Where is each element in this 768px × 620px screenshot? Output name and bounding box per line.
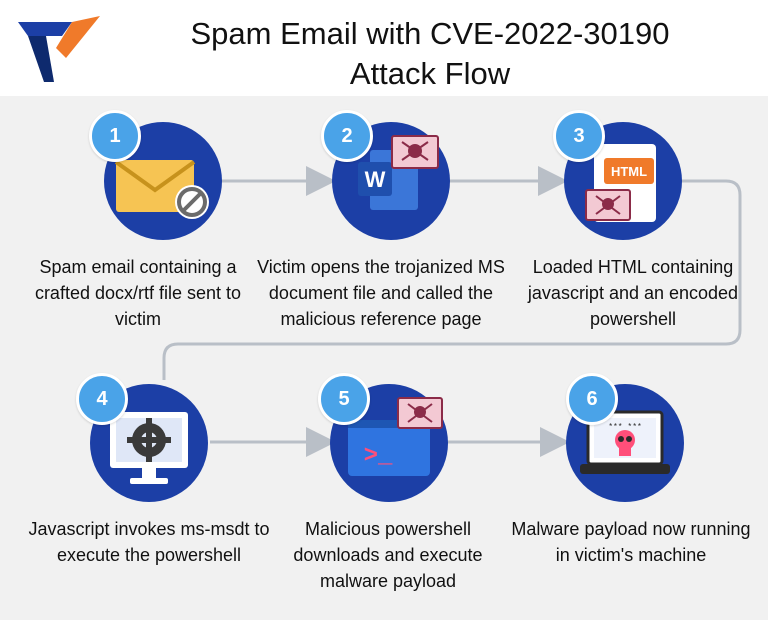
step-6-badge: 6 xyxy=(566,373,618,425)
page-title: Spam Email with CVE-2022-30190 Attack Fl… xyxy=(100,14,760,94)
return-connector xyxy=(162,179,742,380)
step-4-badge: 4 xyxy=(76,373,128,425)
title-line-2: Attack Flow xyxy=(349,56,511,91)
step-4-caption: Javascript invokes ms-msdt to execute th… xyxy=(28,519,270,565)
step-3-badge: 3 xyxy=(553,110,605,162)
step-2-caption: Victim opens the trojanized MS document … xyxy=(257,257,505,329)
prompt-label: >_ xyxy=(364,443,393,470)
step-1-badge: 1 xyxy=(89,110,141,162)
laptop-screen-text: *** *** xyxy=(608,423,642,432)
step-1-caption: Spam email containing a crafted docx/rtf… xyxy=(34,257,242,329)
step-6-caption: Malware payload now running in victim's … xyxy=(511,519,751,565)
envelope-icon xyxy=(114,160,209,219)
title-line-1: Spam Email with CVE-2022-30190 xyxy=(190,16,670,51)
html-file-icon: HTML xyxy=(585,144,656,222)
step-5-badge: 5 xyxy=(318,373,370,425)
monitor-gear-icon xyxy=(110,412,188,484)
html-label: HTML xyxy=(611,164,647,179)
laptop-skull-icon: *** *** xyxy=(580,410,670,474)
step-5-circle: >_ xyxy=(330,384,448,502)
step-2-badge: 2 xyxy=(321,110,373,162)
company-logo xyxy=(18,16,100,82)
header: Spam Email with CVE-2022-30190 Attack Fl… xyxy=(0,0,768,96)
word-document-icon: W xyxy=(358,135,439,210)
svg-text:W: W xyxy=(365,167,386,192)
step-5-caption: Malicious powershell downloads and execu… xyxy=(293,519,483,591)
step-3-caption: Loaded HTML containing javascript and an… xyxy=(527,257,739,329)
powershell-icon: >_ xyxy=(348,397,443,476)
